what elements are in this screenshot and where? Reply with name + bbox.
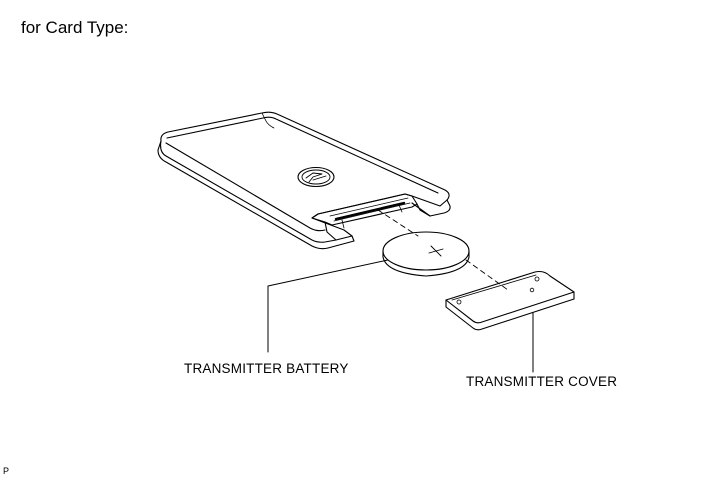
card-key-body — [157, 111, 451, 250]
page-heading: for Card Type: — [21, 18, 129, 37]
leader-lines — [267, 259, 534, 373]
figure-code: P — [3, 466, 10, 476]
cover-illustration — [445, 270, 575, 331]
logo-emblem — [297, 166, 335, 188]
assembly-lines — [377, 209, 509, 291]
battery-label: TRANSMITTER BATTERY — [184, 361, 349, 376]
battery-illustration — [382, 231, 470, 277]
cover-label: TRANSMITTER COVER — [466, 374, 618, 389]
battery-leader-line — [267, 259, 389, 353]
